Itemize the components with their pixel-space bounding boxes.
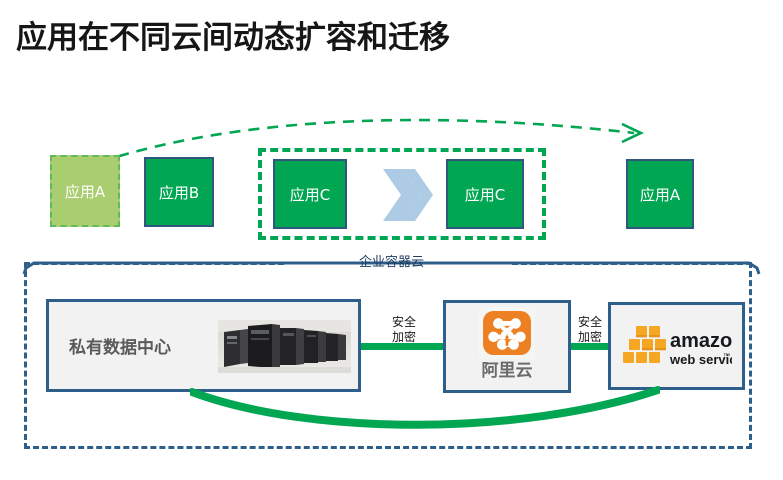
enterprise-cloud-container-top-left xyxy=(24,262,284,265)
app-box-app-c-right[interactable]: 应用C xyxy=(446,159,524,229)
svg-text:web services: web services xyxy=(669,352,732,367)
app-box-app-c-left[interactable]: 应用C xyxy=(273,159,347,229)
aliyun-panel[interactable]: 阿里云 xyxy=(443,300,571,393)
enterprise-cloud-container xyxy=(24,262,752,449)
aliyun-label: 阿里云 xyxy=(481,361,533,381)
app-box-label: 应用B xyxy=(158,183,200,202)
app-box-label: 应用C xyxy=(464,185,506,204)
app-box-app-a-right[interactable]: 应用A xyxy=(626,159,694,229)
app-box-label: 应用A xyxy=(639,185,681,204)
private-data-center-panel[interactable]: 私有数据中心 xyxy=(46,299,361,392)
secure-label-line-1: 安全 xyxy=(577,315,602,329)
server-rack-photo xyxy=(218,320,351,373)
private-data-center-label: 私有数据中心 xyxy=(69,338,171,358)
secure-link-aliyun-to-aws-label: 安全 加密 xyxy=(566,315,614,345)
enterprise-cloud-label: 企业容器云 xyxy=(358,255,424,270)
secure-label-line-2: 加密 xyxy=(577,330,602,344)
migration-group-outline xyxy=(258,148,546,240)
svg-text:™: ™ xyxy=(723,353,730,360)
app-box-label: 应用C xyxy=(289,185,331,204)
amazon-web-services-logo-icon: amazon web services ™ xyxy=(622,320,750,372)
secure-link-aliyun-to-aws xyxy=(566,343,612,350)
secure-label-line-2: 加密 xyxy=(391,330,416,344)
app-box-label: 应用A xyxy=(64,182,106,201)
double-chevron-icon xyxy=(383,169,433,221)
page-title: 应用在不同云间动态扩容和迁移 xyxy=(16,20,450,56)
secure-link-dc-to-aliyun-label: 安全 加密 xyxy=(380,315,428,345)
enterprise-cloud-container-top-right xyxy=(512,262,752,265)
aliyun-cloud-logo-icon xyxy=(479,307,535,359)
aws-panel[interactable]: amazon web services ™ xyxy=(608,302,750,390)
app-box-app-b[interactable]: 应用B xyxy=(144,157,214,227)
secure-label-line-1: 安全 xyxy=(391,315,416,329)
secure-link-dc-to-aliyun xyxy=(358,343,448,350)
svg-text:amazon: amazon xyxy=(670,330,732,352)
app-box-app-a-left[interactable]: 应用A xyxy=(50,155,120,227)
